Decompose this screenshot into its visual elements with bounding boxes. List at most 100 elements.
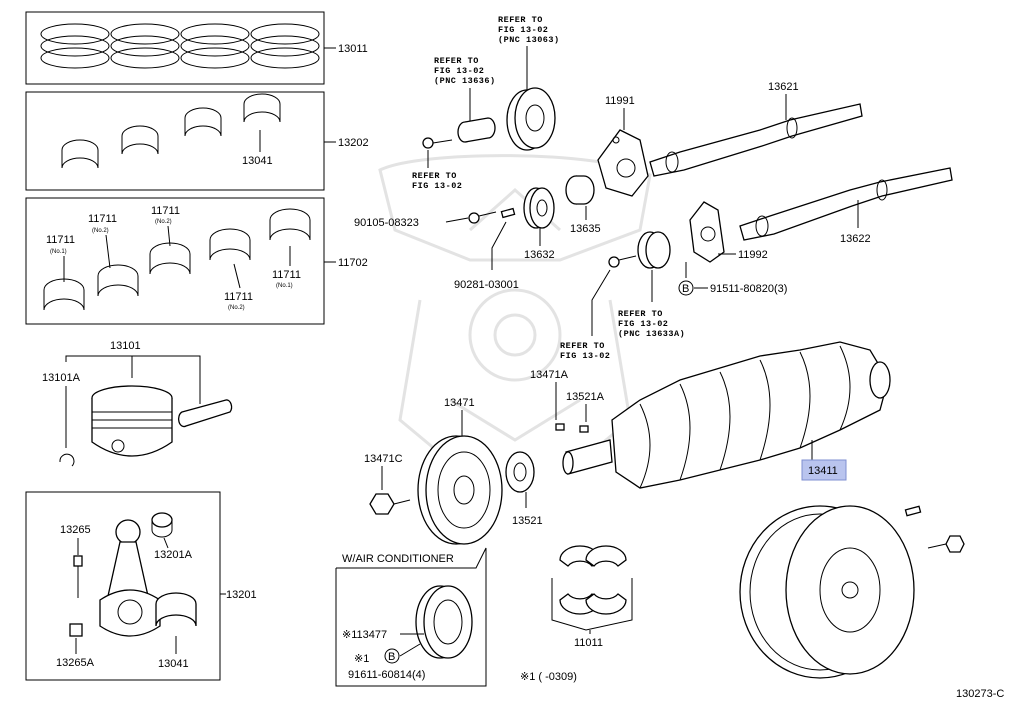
label-11992[interactable]: 11992 [738, 249, 768, 261]
label-11711-3-sub: (No.2) [155, 219, 172, 225]
piston-icon [91, 385, 173, 457]
ac-note-symbol: ※1 [354, 653, 369, 665]
label-13471a[interactable]: 13471A [530, 369, 569, 381]
refer-block-1: REFER TO FIG 13-02 (PNC 13063) [498, 15, 560, 90]
label-13635[interactable]: 13635 [570, 223, 601, 235]
flywheel-pin-icon [904, 505, 922, 517]
label-91611-60814[interactable]: 91611-60814(4) [348, 669, 425, 681]
plate-11991-icon [597, 129, 649, 197]
label-13041-bottom[interactable]: 13041 [158, 658, 189, 670]
label-11711-4[interactable]: 11711 [224, 291, 253, 303]
conrod-nut-icon [69, 623, 83, 637]
bolt-idler-icon [608, 255, 637, 268]
lower-bearings-box: 11711 (No.1) 11711 (No.2) 11711 (No.2) 1… [25, 197, 368, 325]
crankshaft-highlight[interactable] [801, 459, 847, 481]
label-13521[interactable]: 13521 [512, 515, 543, 527]
ref4-line3: (PNC 13633A) [618, 329, 685, 339]
label-13621[interactable]: 13621 [768, 81, 799, 93]
label-13265a[interactable]: 13265A [56, 657, 95, 669]
key-icon [555, 423, 565, 431]
ref3-line1: REFER TO [412, 171, 457, 181]
snap-ring-icon [59, 453, 75, 467]
ref1-line1: REFER TO [498, 15, 543, 25]
label-11711-5[interactable]: 11711 [272, 269, 301, 281]
watermark-emblem [378, 154, 652, 472]
label-13411[interactable]: 13411 [808, 465, 838, 477]
label-90105-08323[interactable]: 90105-08323 [354, 217, 419, 229]
crankshaft-icon [562, 341, 891, 489]
bearing-shell-icon [61, 93, 281, 169]
label-13101a[interactable]: 13101A [42, 372, 81, 384]
refer-block-4: REFER TO FIG 13-02 (PNC 13633A) [618, 309, 685, 339]
refer-block-5: REFER TO FIG 13-02 [560, 341, 610, 361]
figure-code: 130273-C [956, 688, 1004, 700]
pin-90281-icon [500, 207, 516, 219]
ac-pulley-icon [415, 585, 473, 659]
conrod-bolt-icon [73, 555, 83, 598]
flywheel-icon [739, 505, 915, 679]
gear-13633a-icon [637, 231, 671, 269]
ref4-line2: FIG 13-02 [618, 319, 668, 329]
bolt-90105-icon [468, 211, 497, 224]
thrust-washer-icon [559, 545, 627, 615]
ac-circle-b: B [388, 651, 395, 663]
label-13622[interactable]: 13622 [840, 233, 871, 245]
rings-box: 13011 [25, 11, 368, 85]
ref2-line3: (PNC 13636) [434, 76, 496, 86]
timing-gear-13521-icon [505, 451, 535, 493]
label-11711-1-sub: (No.1) [50, 249, 67, 255]
flywheel-bolt-icon [927, 535, 965, 553]
label-11991[interactable]: 11991 [605, 95, 635, 107]
label-11011[interactable]: 11011 [574, 637, 603, 649]
circle-b-letter: B [682, 283, 689, 295]
label-91511-80820[interactable]: 91511-80820(3) [710, 283, 787, 295]
sleeve-13635-icon [565, 175, 595, 205]
conrod-box: 13201 13265 13265A 13201A 13041 [25, 491, 257, 681]
ref1-line3: (PNC 13063) [498, 35, 560, 45]
ref5-line2: FIG 13-02 [560, 351, 610, 361]
pulley-bolt-icon [369, 493, 411, 515]
ref1-line2: FIG 13-02 [498, 25, 548, 35]
label-13202[interactable]: 13202 [338, 137, 369, 149]
label-11711-2[interactable]: 11711 [88, 213, 117, 225]
crank-pulley-icon [417, 435, 503, 545]
label-11711-3[interactable]: 11711 [151, 205, 180, 217]
footnote: ※1 ( -0309) [520, 671, 577, 683]
ref5-line1: REFER TO [560, 341, 605, 351]
label-13201a[interactable]: 13201A [154, 549, 193, 561]
refer-block-3: REFER TO FIG 13-02 [412, 150, 462, 191]
label-13471[interactable]: 13471 [444, 397, 475, 409]
label-11711-4-sub: (No.2) [228, 305, 245, 311]
ref2-line1: REFER TO [434, 56, 479, 66]
label-13265[interactable]: 13265 [60, 524, 91, 536]
ref2-line2: FIG 13-02 [434, 66, 484, 76]
balancer-shaft-13621-icon [649, 103, 863, 177]
circle-b-marker: B [678, 280, 694, 296]
timing-gear-13063-icon [506, 87, 556, 151]
refer-block-2: REFER TO FIG 13-02 (PNC 13636) [434, 56, 496, 122]
piston-ring-set-icon [40, 23, 320, 69]
label-11711-5-sub: (No.1) [276, 283, 293, 289]
bolt-small-icon [422, 137, 453, 149]
ref3-line2: FIG 13-02 [412, 181, 462, 191]
label-11702[interactable]: 11702 [338, 257, 368, 269]
piston-group: 13101 13101A [42, 340, 233, 467]
label-113477[interactable]: ※113477 [342, 629, 387, 641]
gear-13632-icon [523, 187, 555, 229]
connecting-rod-icon [99, 519, 161, 637]
label-13632[interactable]: 13632 [524, 249, 555, 261]
label-11711-1[interactable]: 11711 [46, 234, 75, 246]
bushing-icon [457, 117, 496, 143]
label-90281-03001[interactable]: 90281-03001 [454, 279, 519, 291]
ac-box-title: W/AIR CONDITIONER [342, 553, 454, 565]
label-13201[interactable]: 13201 [226, 589, 257, 601]
plate-11992-icon [689, 201, 725, 263]
label-13041-top[interactable]: 13041 [242, 155, 273, 167]
label-13471c[interactable]: 13471C [364, 453, 403, 465]
label-13521a[interactable]: 13521A [566, 391, 605, 403]
piston-pin-icon [177, 399, 233, 428]
label-13011[interactable]: 13011 [338, 43, 368, 55]
upper-bearings-box: 13041 13202 [25, 91, 369, 191]
label-13101[interactable]: 13101 [110, 340, 141, 352]
